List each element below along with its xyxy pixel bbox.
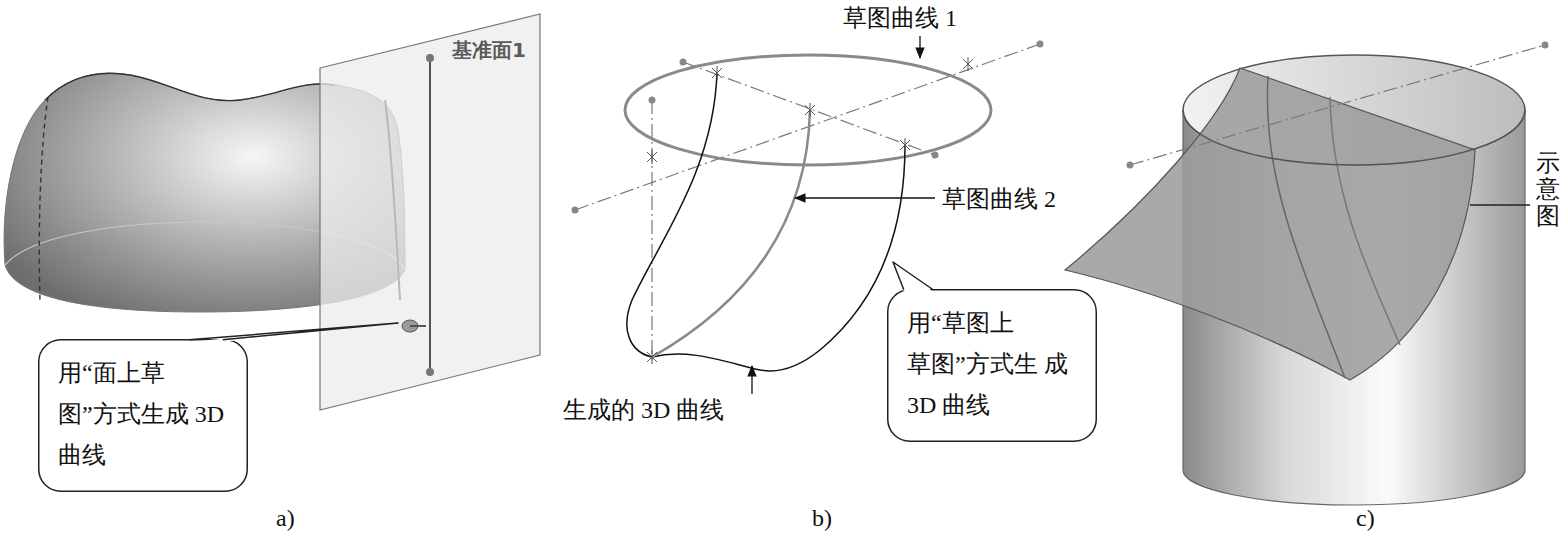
point-mark	[712, 66, 722, 80]
point-mark	[963, 57, 973, 71]
bubble-body	[39, 340, 248, 492]
curve-label: 草图曲线 1	[843, 4, 957, 33]
callout-text: 用“草图上 草图”方式生 成 3D 曲线	[907, 303, 1075, 425]
callout-text: 用“面上草 图”方式生成 3D 曲线	[58, 353, 226, 475]
centerline	[1130, 45, 1545, 165]
curve-label: 草图曲线 2	[942, 185, 1056, 214]
leader-line	[1470, 204, 1530, 205]
curve-3d	[627, 72, 717, 357]
bubble-tail-fill	[893, 262, 933, 292]
triad-icon	[410, 325, 426, 327]
point-mark	[647, 150, 657, 164]
end-dot	[1542, 42, 1549, 49]
end-dot	[1127, 162, 1134, 169]
sketch-curve-2	[652, 110, 810, 357]
end-dot	[649, 97, 656, 104]
leader-arrow	[751, 366, 752, 394]
callout-bubble: 用“面上草 图”方式生成 3D 曲线	[38, 339, 248, 492]
bubble-tail	[189, 323, 398, 340]
end-dot	[932, 152, 939, 159]
end-dot	[572, 207, 579, 214]
point-mark	[900, 138, 910, 152]
point-mark	[805, 103, 815, 117]
leader-arrow	[795, 197, 935, 198]
bubble-tail	[893, 262, 933, 290]
datum-plane	[320, 14, 540, 410]
hidden-curve	[39, 97, 48, 300]
leader-arrow	[919, 36, 920, 58]
plane-sheet	[320, 14, 540, 410]
panel-c-model	[1065, 42, 1549, 506]
sketch-point	[426, 54, 434, 62]
curve-3d	[760, 145, 905, 371]
end-dot	[1037, 41, 1044, 48]
end-dot	[680, 59, 687, 66]
top-edge	[45, 73, 335, 100]
panel-label: c)	[1356, 504, 1375, 533]
swept-surface	[1065, 68, 1475, 380]
panel-label: b)	[812, 504, 832, 533]
centerline	[575, 44, 1040, 210]
curve-label: 生成的 3D 曲线	[563, 396, 724, 425]
cylinder-front-edge	[1183, 110, 1525, 165]
sketch-line	[429, 58, 431, 372]
point-mark	[647, 350, 657, 364]
note-label: 示意图	[1536, 150, 1560, 229]
bubble-tail-fill	[189, 323, 398, 342]
surface-curve	[1330, 97, 1400, 345]
sketch-point	[426, 368, 434, 376]
callout-bubble: 用“草图上 草图”方式生 成 3D 曲线	[887, 289, 1097, 442]
bubble-body	[888, 290, 1097, 442]
plane-label: 基准面1	[452, 38, 526, 62]
curve-3d	[652, 354, 760, 370]
panel-label: a)	[276, 504, 295, 533]
